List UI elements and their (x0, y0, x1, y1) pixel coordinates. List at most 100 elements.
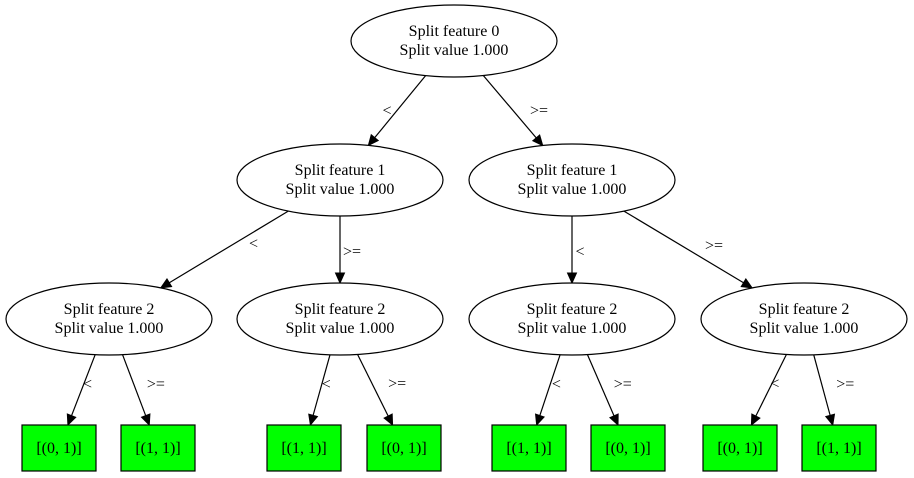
edge-label: >= (705, 238, 723, 255)
split-value-label: Split value 1.000 (750, 320, 859, 337)
edge-n2-n6: >= (623, 210, 754, 289)
edge-label: < (770, 376, 779, 393)
edge-line (586, 354, 615, 417)
edge-label: >= (388, 376, 406, 393)
node-ellipse (700, 282, 908, 356)
split-feature-label: Split feature 2 (759, 301, 850, 318)
edge-line (623, 210, 744, 284)
leaf-node: [(1, 1)] (120, 424, 196, 472)
split-value-label: Split value 1.000 (286, 320, 395, 337)
split-node: Split feature 1 Split value 1.000 (236, 143, 444, 217)
node-ellipse (236, 143, 444, 217)
edge-line (813, 354, 831, 416)
leaf-box (266, 424, 342, 472)
edge-n6-l7: >= (813, 354, 854, 427)
edge-label: < (322, 376, 331, 393)
arrowhead-icon (531, 134, 544, 147)
edge-line (168, 210, 289, 284)
split-feature-label: Split feature 1 (295, 162, 386, 179)
leaf-box (21, 424, 97, 472)
leaf-label: [(0, 1)] (381, 440, 426, 457)
edge-n3-l1: >= (121, 354, 165, 427)
arrowhead-icon (140, 413, 151, 427)
edge-line (482, 75, 537, 139)
edge-label: < (249, 236, 258, 253)
edge-n5-l5: >= (586, 354, 632, 427)
edge-label: >= (147, 376, 165, 393)
edge-n1-n3: < (159, 210, 289, 289)
edge-n6-l6: < (750, 354, 787, 427)
arrowhead-icon (383, 413, 394, 427)
split-value-label: Split value 1.000 (518, 320, 627, 337)
arrowhead-icon (334, 272, 346, 285)
edge-label: >= (836, 376, 854, 393)
arrowhead-icon (750, 413, 761, 427)
split-feature-label: Split feature 0 (409, 23, 500, 40)
edge-n0-n1: < (367, 75, 427, 147)
split-feature-label: Split feature 2 (295, 301, 386, 318)
leaf-box (801, 424, 877, 472)
leaf-box (702, 424, 778, 472)
leaf-box (590, 424, 666, 472)
leaf-label: [(1, 1)] (281, 440, 326, 457)
node-ellipse (236, 282, 444, 356)
edge-line (539, 354, 561, 416)
edge-line (755, 354, 787, 417)
leaf-box (366, 424, 442, 472)
leaf-label: [(0, 1)] (36, 440, 81, 457)
edge-label: < (83, 376, 92, 393)
split-value-label: Split value 1.000 (286, 181, 395, 198)
leaf-box (120, 424, 196, 472)
node-ellipse (5, 282, 213, 356)
leaf-node: [(0, 1)] (702, 424, 778, 472)
edge-label: >= (530, 103, 548, 120)
leaf-label: [(0, 1)] (717, 440, 762, 457)
leaf-node: [(1, 1)] (491, 424, 567, 472)
edge-n3-l0: < (66, 354, 96, 427)
split-node: Split feature 2 Split value 1.000 (236, 282, 444, 356)
edge-line (374, 75, 427, 139)
leaf-label: [(1, 1)] (816, 440, 861, 457)
arrowhead-icon (740, 277, 754, 289)
split-node: Split feature 2 Split value 1.000 (700, 282, 908, 356)
node-ellipse (468, 143, 676, 217)
node-ellipse (468, 282, 676, 356)
split-value-label: Split value 1.000 (518, 181, 627, 198)
arrowhead-icon (824, 413, 836, 427)
leaf-node: [(1, 1)] (266, 424, 342, 472)
leaf-label: [(1, 1)] (506, 440, 551, 457)
edge-line (121, 354, 147, 416)
leaf-node: [(0, 1)] (21, 424, 97, 472)
split-feature-label: Split feature 2 (527, 301, 618, 318)
edge-line (70, 354, 96, 416)
arrowhead-icon (308, 413, 319, 427)
edge-n4-l2: < (308, 354, 331, 427)
split-value-label: Split value 1.000 (55, 320, 164, 337)
edge-label: >= (614, 376, 632, 393)
edge-label: >= (343, 244, 361, 261)
edge-label: < (382, 103, 391, 120)
split-node: Split feature 1 Split value 1.000 (468, 143, 676, 217)
split-feature-label: Split feature 1 (527, 162, 618, 179)
edge-n0-n2: >= (482, 75, 548, 147)
arrowhead-icon (534, 413, 545, 427)
edges-layer: < >= < >= < >= < >= < >= < >= < >= (66, 75, 854, 427)
split-node: Split feature 2 Split value 1.000 (468, 282, 676, 356)
arrowhead-icon (367, 133, 380, 147)
arrowhead-icon (66, 413, 77, 427)
leaf-box (491, 424, 567, 472)
arrowhead-icon (608, 413, 619, 427)
edge-n1-n4: >= (334, 216, 361, 285)
edge-label: < (552, 376, 561, 393)
edge-line (312, 354, 331, 416)
edge-label: < (575, 244, 584, 261)
leaf-node: [(1, 1)] (801, 424, 877, 472)
leaf-label: [(0, 1)] (605, 440, 650, 457)
arrowhead-icon (566, 272, 578, 285)
edge-n5-l4: < (534, 354, 561, 427)
arrowhead-icon (159, 277, 173, 289)
